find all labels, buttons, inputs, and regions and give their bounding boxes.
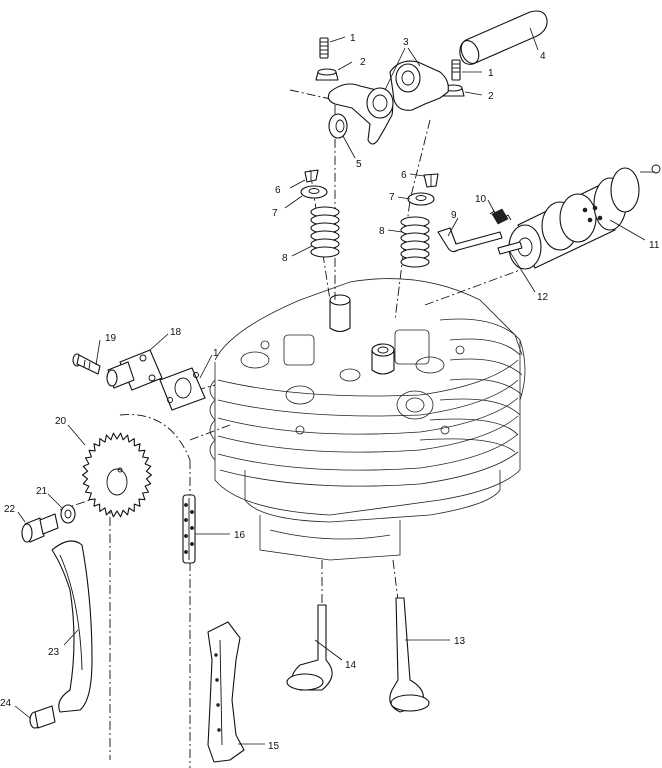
callout-19: 19 [105, 333, 117, 344]
callout-17: 1 [213, 348, 219, 359]
callout-11: 11 [649, 240, 660, 251]
valve-spring-right [400, 216, 430, 268]
sprocket-bolt [21, 513, 59, 543]
rocker-washer [328, 113, 348, 139]
callout-5: 5 [356, 159, 362, 170]
callout-13: 13 [454, 636, 466, 647]
callout-7: 7 [272, 208, 278, 219]
tensioner-gasket [159, 367, 206, 411]
callout-14: 14 [345, 660, 357, 671]
valve-cotter-left [304, 169, 319, 183]
cam-chain [182, 494, 196, 564]
callout-2: 2 [488, 91, 494, 102]
callout-8: 8 [379, 226, 385, 237]
callout-2: 2 [360, 57, 366, 68]
valve-spring-left [310, 206, 340, 258]
callout-12: 12 [537, 292, 549, 303]
callout-16: 16 [234, 530, 246, 541]
cam-chain-tensioner [106, 349, 163, 391]
callout-21: 21 [36, 486, 48, 497]
camshaft [508, 167, 640, 270]
callout-23: 23 [48, 647, 60, 658]
adjusting-screw-left [319, 37, 329, 59]
chain-guide-front [207, 621, 245, 763]
callout-1: 1 [350, 33, 356, 44]
rocker-shaft [459, 10, 548, 65]
sprocket-washer [60, 504, 76, 524]
camshaft-end-marker [651, 164, 661, 174]
camshaft-pin [497, 241, 523, 255]
leader-lines [14, 27, 655, 745]
assembly-center-lines [59, 89, 521, 768]
callout-8: 8 [282, 253, 288, 264]
callout-3: 3 [403, 37, 409, 48]
callout-22: 22 [4, 504, 16, 515]
callout-15: 15 [268, 741, 280, 752]
lock-nut-left [315, 68, 339, 81]
cylinder-head [209, 278, 526, 561]
callout-1: 1 [488, 68, 494, 79]
decompressor-spring [489, 208, 512, 225]
valve-cotter-right [423, 173, 439, 188]
tensioner-bolt [72, 353, 101, 375]
callout-9: 9 [451, 210, 457, 221]
callout-6: 6 [275, 185, 281, 196]
valve-intake [286, 604, 333, 691]
callout-20: 20 [55, 416, 67, 427]
callout-7: 7 [389, 192, 395, 203]
spring-retainer-right [407, 192, 435, 206]
rocker-arm-left [327, 83, 394, 145]
decompressor-lever [437, 227, 503, 253]
callout-18: 18 [170, 327, 182, 338]
spring-retainer-left [300, 185, 328, 199]
rocker-arm-right [389, 60, 449, 111]
callout-4: 4 [540, 51, 546, 62]
guide-bolt [29, 705, 56, 729]
valve-exhaust [389, 597, 430, 713]
callout-6: 6 [401, 170, 407, 181]
callout-10: 10 [475, 194, 487, 205]
callout-labels: 1 2 3 1 2 4 5 6 7 8 6 7 8 9 10 11 12 18 … [0, 33, 660, 752]
chain-guide-rear [51, 540, 93, 713]
adjusting-screw-right [451, 59, 461, 81]
callout-24: 24 [0, 698, 12, 709]
cam-sprocket [82, 432, 152, 518]
